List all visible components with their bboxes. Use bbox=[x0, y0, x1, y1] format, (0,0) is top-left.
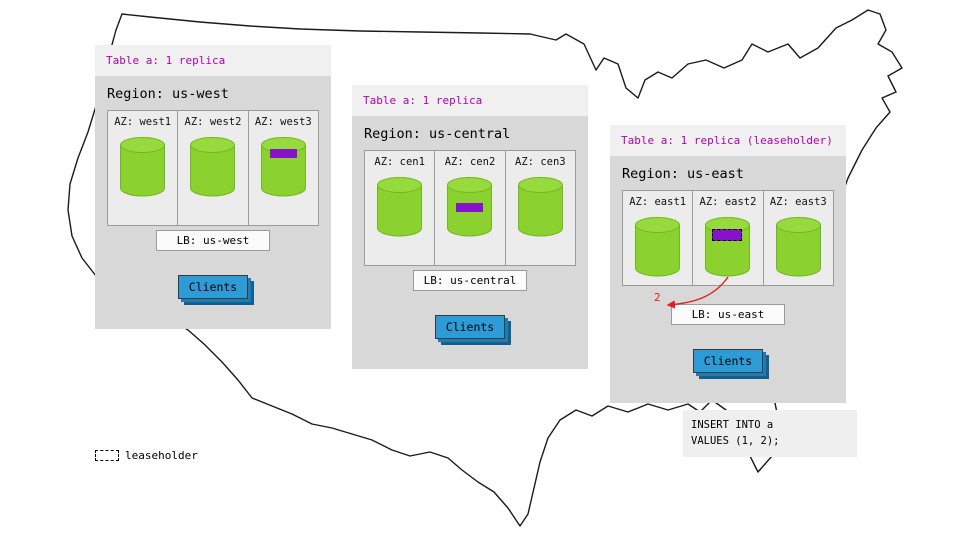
region-panel-us-west: Table a: 1 replica Region: us-west AZ: w… bbox=[95, 45, 331, 329]
region-title: Region: us-central bbox=[364, 126, 511, 142]
az-row: AZ: cen1 AZ: cen2 bbox=[364, 150, 576, 266]
legend-label: leaseholder bbox=[125, 449, 198, 462]
az-label: AZ: cen1 bbox=[374, 156, 425, 168]
table-replica-header: Table a: 1 replica bbox=[95, 45, 331, 76]
load-balancer-box: LB: us-central bbox=[413, 270, 527, 291]
az-row: AZ: west1 AZ: west2 bbox=[107, 110, 319, 226]
region-panel-us-central: Table a: 1 replica Region: us-central AZ… bbox=[352, 85, 588, 369]
cylinder-icon bbox=[260, 137, 306, 197]
az-box-east2: AZ: east2 bbox=[692, 190, 764, 286]
clients-button: Clients bbox=[177, 275, 249, 299]
az-row: AZ: east1 AZ: east2 bbox=[622, 190, 834, 286]
az-box-cen2: AZ: cen2 bbox=[434, 150, 506, 266]
az-box-east1: AZ: east1 bbox=[622, 190, 694, 286]
write-path-arrow-icon bbox=[666, 276, 729, 309]
cylinder-icon bbox=[775, 217, 821, 277]
region-title: Region: us-west bbox=[107, 86, 229, 102]
database-cylinder-icon bbox=[260, 136, 307, 198]
database-cylinder-icon bbox=[119, 136, 166, 198]
database-cylinder-icon bbox=[634, 216, 681, 278]
legend: leaseholder bbox=[95, 449, 198, 462]
insert-statement-line1: INSERT INTO a bbox=[691, 419, 774, 431]
replica-badge bbox=[456, 203, 484, 212]
az-box-west3: AZ: west3 bbox=[247, 110, 319, 226]
region-title: Region: us-east bbox=[622, 166, 744, 182]
az-label: AZ: east3 bbox=[769, 196, 827, 208]
table-replica-header: Table a: 1 replica bbox=[352, 85, 588, 116]
clients-button: Clients bbox=[434, 315, 506, 339]
region-body: Region: us-central AZ: cen1 AZ: cen2 bbox=[352, 116, 588, 369]
clients-button: Clients bbox=[692, 349, 764, 373]
database-cylinder-icon bbox=[775, 216, 822, 278]
cylinder-icon bbox=[635, 217, 681, 277]
az-box-cen1: AZ: cen1 bbox=[364, 150, 436, 266]
az-box-east3: AZ: east3 bbox=[762, 190, 834, 286]
load-balancer-box: LB: us-east bbox=[671, 304, 785, 325]
az-label: AZ: cen3 bbox=[515, 156, 566, 168]
load-balancer-box: LB: us-west bbox=[156, 230, 270, 251]
database-cylinder-icon bbox=[517, 176, 564, 238]
database-cylinder-icon bbox=[446, 176, 493, 238]
table-label: Table a: 1 replica bbox=[106, 54, 226, 67]
az-box-west2: AZ: west2 bbox=[177, 110, 249, 226]
az-label: AZ: west2 bbox=[184, 116, 242, 128]
database-cylinder-icon bbox=[704, 216, 751, 278]
table-label: Table a: 1 replica bbox=[363, 94, 483, 107]
az-label: AZ: cen2 bbox=[444, 156, 496, 168]
az-label: AZ: east2 bbox=[699, 196, 757, 208]
table-replica-header: Table a: 1 replica (leaseholder) bbox=[610, 125, 846, 156]
clients-row: Clients bbox=[364, 315, 576, 339]
cylinder-icon bbox=[377, 177, 423, 237]
az-label: AZ: east1 bbox=[629, 196, 687, 208]
legend-leaseholder-swatch-icon bbox=[95, 450, 119, 461]
write-step-label: 2 bbox=[654, 291, 661, 304]
az-box-cen3: AZ: cen3 bbox=[504, 150, 576, 266]
region-body: Region: us-west AZ: west1 AZ: west2 bbox=[95, 76, 331, 329]
cylinder-icon bbox=[517, 177, 563, 237]
az-box-west1: AZ: west1 bbox=[107, 110, 179, 226]
az-label: AZ: west3 bbox=[254, 116, 312, 128]
clients-row: Clients bbox=[622, 349, 834, 373]
az-label: AZ: west1 bbox=[114, 116, 172, 128]
replica-badge bbox=[269, 149, 297, 158]
clients-row: Clients bbox=[107, 275, 319, 299]
cylinder-icon bbox=[120, 137, 166, 197]
insert-statement-line2: VALUES (1, 2); bbox=[691, 435, 780, 448]
region-panel-us-east: Table a: 1 replica (leaseholder) Region:… bbox=[610, 125, 846, 403]
table-label: Table a: 1 replica (leaseholder) bbox=[621, 134, 833, 147]
cylinder-icon bbox=[190, 137, 236, 197]
insert-statement-box: INSERT INTO a VALUES (1, 2); bbox=[683, 410, 857, 457]
region-body: Region: us-east AZ: east1 AZ: east2 bbox=[610, 156, 846, 403]
database-cylinder-icon bbox=[376, 176, 423, 238]
database-cylinder-icon bbox=[189, 136, 236, 198]
leaseholder-badge bbox=[712, 229, 743, 241]
